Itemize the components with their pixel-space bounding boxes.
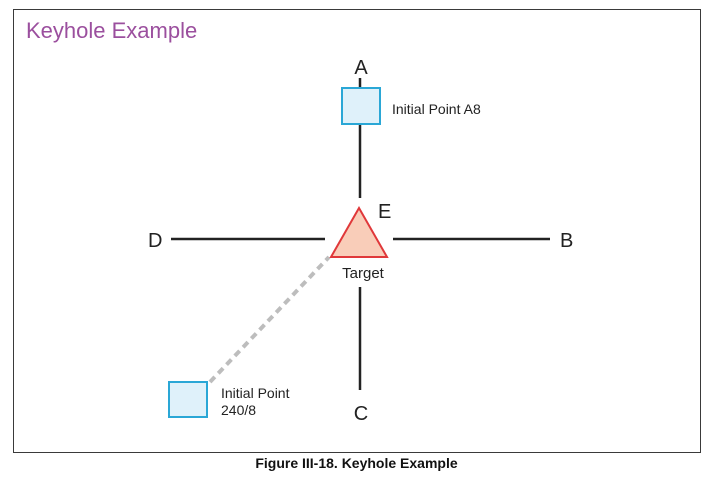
target-label: Target xyxy=(342,265,385,282)
diagram-title: Keyhole Example xyxy=(26,18,198,43)
target-triangle xyxy=(329,205,389,258)
dashed-approach-line xyxy=(208,255,331,384)
initial-point-240-label-line1: Initial Point xyxy=(221,385,290,401)
point-label-c: C xyxy=(354,403,368,425)
figure-caption: Figure III-18. Keyhole Example xyxy=(255,455,458,471)
initial-point-a8-label: Initial Point A8 xyxy=(392,101,481,117)
initial-point-240-label-line2: 240/8 xyxy=(221,402,256,418)
point-label-b: B xyxy=(560,230,573,252)
point-label-d: D xyxy=(148,230,162,252)
point-label-a: A xyxy=(354,57,368,79)
point-label-e: E xyxy=(378,201,391,223)
initial-point-240-square xyxy=(168,381,208,418)
initial-point-a8-square xyxy=(341,87,381,125)
